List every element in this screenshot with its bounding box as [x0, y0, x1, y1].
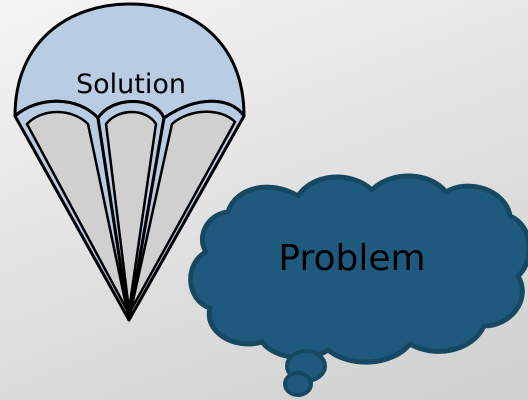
cloud-body — [188, 173, 528, 365]
parachute-cord-1 — [25, 110, 129, 312]
cloud-bubble-small — [283, 371, 313, 397]
thought-cloud: Problem — [188, 173, 528, 397]
parachute-cord-2 — [104, 110, 158, 312]
problem-label: Problem — [278, 238, 425, 279]
solution-label: Solution — [76, 69, 186, 100]
parachute: Solution — [13, 2, 246, 322]
parachute-cord-3 — [129, 110, 237, 312]
